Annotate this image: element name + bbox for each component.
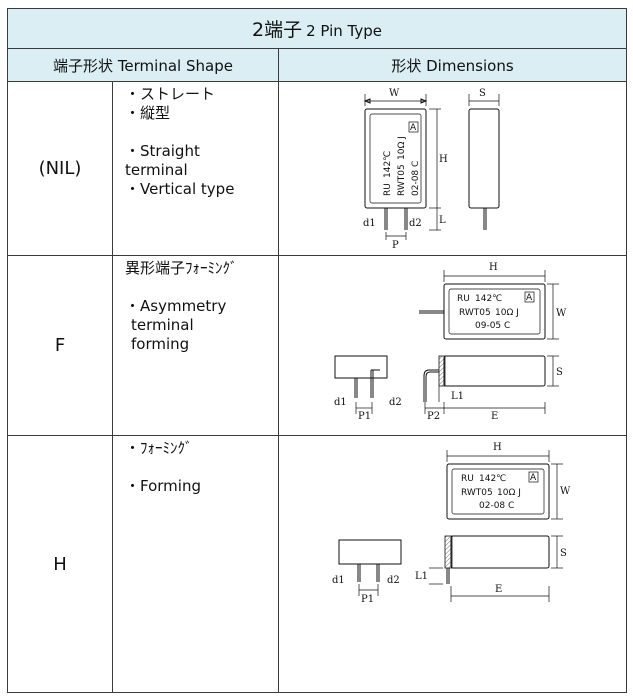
row-desc-h: ・ﾌｫｰﾐﾝｸﾞ ・Forming [112,435,279,693]
dimension-drawing-nil: W RU 142℃ RWT05 10Ω J 02-08 C A [277,81,628,256]
marking-value: 10Ω J [497,488,521,498]
dim-w-label: W [389,88,400,99]
row-desc-nil: ・ストレート ・縦型 ・Straight terminal ・Vertical … [112,81,279,256]
dim-l1-label: L1 [415,571,428,582]
marking-value: 10Ω J [495,308,519,318]
dim-e-label: E [495,584,502,595]
drawing-straight-vertical: W RU 142℃ RWT05 10Ω J 02-08 C A [363,88,500,251]
dimension-drawing-f: H RU 142℃ A RWT05 10Ω J 09-05 C W [277,255,628,436]
desc-en-line: terminal [125,161,188,179]
marking-ul-mark: RU [457,294,470,304]
dimension-drawing-h: H RU 142℃ A RWT05 10Ω J 02-08 C W [277,435,628,693]
marking-model: RWT05 [461,488,493,498]
dim-h-label: H [439,154,448,165]
row-code-f: F [7,255,113,436]
marking-temp: 142℃ [475,294,502,304]
header-dimensions: 形状 Dimensions [277,48,628,82]
row-code-h: H [7,435,113,693]
dim-p1-label: P1 [361,594,374,605]
desc-jp-line: ・ストレート [125,85,216,103]
drawing-asymmetry-forming: H RU 142℃ A RWT05 10Ω J 09-05 C W [334,262,567,422]
dim-d2-label: d2 [389,397,402,408]
marking-box: A [410,123,417,133]
header-terminal-shape: 端子形状 Terminal Shape [7,48,279,82]
desc-jp-line: 異形端子ﾌｫｰﾐﾝｸﾞ [125,259,238,277]
dim-w-label: W [556,308,567,319]
marking-date: 09-05 C [475,321,510,331]
desc-jp-line: ・縦型 [125,104,171,122]
dim-w-label: W [560,486,571,497]
desc-en-line: ・Asymmetry [125,297,227,315]
desc-en-line: forming [131,335,190,353]
title-en: 2 Pin Type [306,22,383,40]
row-code-nil: (NIL) [7,81,113,256]
dim-h-label: H [489,262,498,273]
marking-ul-mark: RU [461,474,474,484]
desc-en-line: ・Straight [125,142,200,160]
dim-s-label: S [556,367,563,378]
marking-date: 02-08 C [479,501,514,511]
marking-temp: 142℃ [383,151,393,178]
dim-d1-label: d1 [332,575,345,586]
dim-d2-label: d2 [387,575,400,586]
dim-p2-label: P2 [427,411,440,422]
dim-d1-label: d1 [334,397,347,408]
marking-ul-mark: RU [383,183,393,196]
desc-en-line: ・Forming [125,477,201,495]
marking-value: 10Ω J [397,136,407,160]
dim-l1-label: L1 [451,391,464,402]
dim-e-label: E [491,411,498,422]
row-desc-f: 異形端子ﾌｫｰﾐﾝｸﾞ ・Asymmetry terminal forming [112,255,279,436]
dim-p-label: P [392,240,399,251]
dim-p1-label: P1 [358,411,371,422]
desc-jp-line: ・ﾌｫｰﾐﾝｸﾞ [125,439,193,457]
desc-en-line: terminal [131,316,194,334]
marking-model: RWT05 [459,308,491,318]
marking-temp: 142℃ [479,474,506,484]
drawing-forming: H RU 142℃ A RWT05 10Ω J 02-08 C W [332,442,571,605]
title-jp: 2端子 [251,19,303,41]
dim-d2-label: d2 [409,218,422,229]
desc-en-line: ・Vertical type [125,180,235,198]
dim-h-label: H [493,442,502,453]
dim-l-label: L [439,215,446,226]
marking-box: A [530,473,537,483]
marking-date: 02-08 C [411,161,421,196]
dim-d1-label: d1 [363,218,376,229]
marking-box: A [526,293,533,303]
marking-model: RWT05 [397,164,407,196]
dim-s-label: S [479,88,486,99]
dim-s-label: S [560,548,567,559]
